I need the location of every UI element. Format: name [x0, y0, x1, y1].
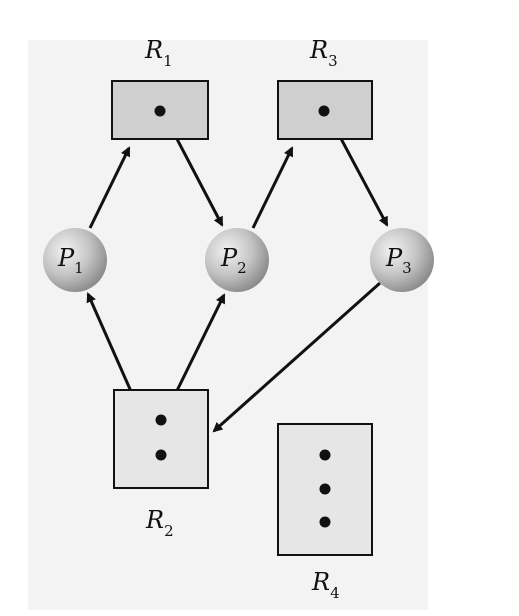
process-p1: P1 — [43, 228, 107, 292]
resource-r3: R3 — [277, 36, 373, 140]
resource-r2-instance-dot — [155, 414, 167, 426]
resource-r1-instance-dot — [154, 105, 166, 117]
resource-r2-label: R2 — [145, 506, 174, 540]
resource-r2-instance-dot — [155, 449, 167, 461]
process-p2-node — [205, 228, 269, 292]
resource-r1-label: R1 — [144, 36, 173, 70]
resource-r4-instance-dot — [319, 449, 331, 461]
resource-r2-box — [113, 389, 209, 489]
process-p2-label: P2 — [220, 244, 247, 277]
resource-r4-instance-dot — [319, 483, 331, 495]
process-p3-label: P3 — [385, 244, 412, 277]
resource-r2: R2 — [113, 389, 209, 540]
process-p1-node — [43, 228, 107, 292]
resource-r4-instance-dot — [319, 516, 331, 528]
resource-r4-label: R4 — [311, 568, 340, 602]
resource-r4: R4 — [277, 423, 373, 602]
edge-p1-to-r1-arrow — [88, 146, 131, 229]
resource-r1: R1 — [111, 36, 209, 140]
process-p2: P2 — [205, 228, 269, 292]
edge-p2-to-r3-arrow — [251, 146, 294, 229]
process-p3-node — [370, 228, 434, 292]
process-p3: P3 — [370, 228, 434, 292]
resource-r3-instance-dot — [318, 105, 330, 117]
process-p1-label: P1 — [57, 244, 84, 277]
edge-p3-to-r2-arrow — [212, 281, 381, 433]
resource-r3-label: R3 — [309, 36, 338, 70]
